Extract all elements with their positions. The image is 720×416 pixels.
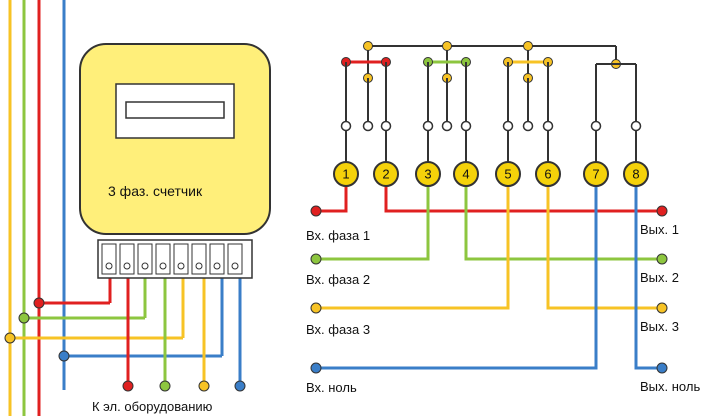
meter-body [79, 43, 271, 235]
input-label-phase2: Вх. фаза 2 [306, 272, 370, 287]
equipment-terminal-phase2 [159, 380, 171, 392]
output-dot-3 [656, 302, 668, 314]
wire-phase2-in [316, 186, 430, 261]
wire-neutral-out [634, 186, 662, 370]
svg-text:2: 2 [382, 167, 389, 182]
input-dot-phase3 [310, 302, 322, 314]
equipment-terminal-phase3 [198, 380, 210, 392]
svg-text:4: 4 [462, 167, 469, 182]
left-meter-section: 3 фаз. счетчик К эл. оборудованию [4, 0, 271, 416]
input-label-phase1: Вх. фаза 1 [306, 228, 370, 243]
svg-text:8: 8 [632, 167, 639, 182]
wire-phase3-in [316, 186, 510, 310]
junction-dot-neutral [58, 350, 70, 362]
output-dot-1 [656, 205, 668, 217]
svg-text:6: 6 [544, 167, 551, 182]
terminal-1: 1 [333, 161, 359, 187]
junction-dot-phase2 [18, 312, 30, 324]
input-label-phase3: Вх. фаза 3 [306, 322, 370, 337]
terminal-5: 5 [495, 161, 521, 187]
output-label-2: Вых. 2 [640, 270, 679, 285]
input-label-neutral: Вх. ноль [306, 380, 357, 395]
meter-terminal-slots [101, 243, 243, 275]
terminal-8: 8 [623, 161, 649, 187]
wire-phase1-out [384, 186, 662, 213]
meter-display-slot [125, 101, 225, 119]
junction-dot-phase3 [4, 332, 16, 344]
wire-phase3-out [546, 186, 662, 310]
svg-text:3: 3 [424, 167, 431, 182]
terminal-7: 7 [583, 161, 609, 187]
output-label-1: Вых. 1 [640, 222, 679, 237]
equipment-terminal-neutral [234, 380, 246, 392]
meter-title: 3 фаз. счетчик [108, 183, 203, 199]
right-schematic-section: 1 2 3 4 5 6 7 8 [306, 41, 700, 395]
input-dot-phase2 [310, 253, 322, 265]
contact-circles [340, 120, 642, 132]
terminal-3: 3 [415, 161, 441, 187]
junction-dot-phase1 [33, 297, 45, 309]
input-dot-phase1 [310, 205, 322, 217]
terminal-4: 4 [453, 161, 479, 187]
output-label-neutral: Вых. ноль [640, 379, 700, 394]
wire-phase2-out [464, 186, 662, 261]
input-dot-neutral [310, 362, 322, 374]
output-dot-2 [656, 253, 668, 265]
terminal-2: 2 [373, 161, 399, 187]
wire-phase1-in [316, 186, 348, 213]
output-label-3: Вых. 3 [640, 319, 679, 334]
svg-text:7: 7 [592, 167, 599, 182]
output-dot-neutral [656, 362, 668, 374]
equipment-terminal-phase1 [122, 380, 134, 392]
terminal-6: 6 [535, 161, 561, 187]
wire-neutral-in [316, 186, 598, 370]
svg-text:1: 1 [342, 167, 349, 182]
equipment-label: К эл. оборудованию [92, 399, 213, 414]
svg-text:5: 5 [504, 167, 511, 182]
